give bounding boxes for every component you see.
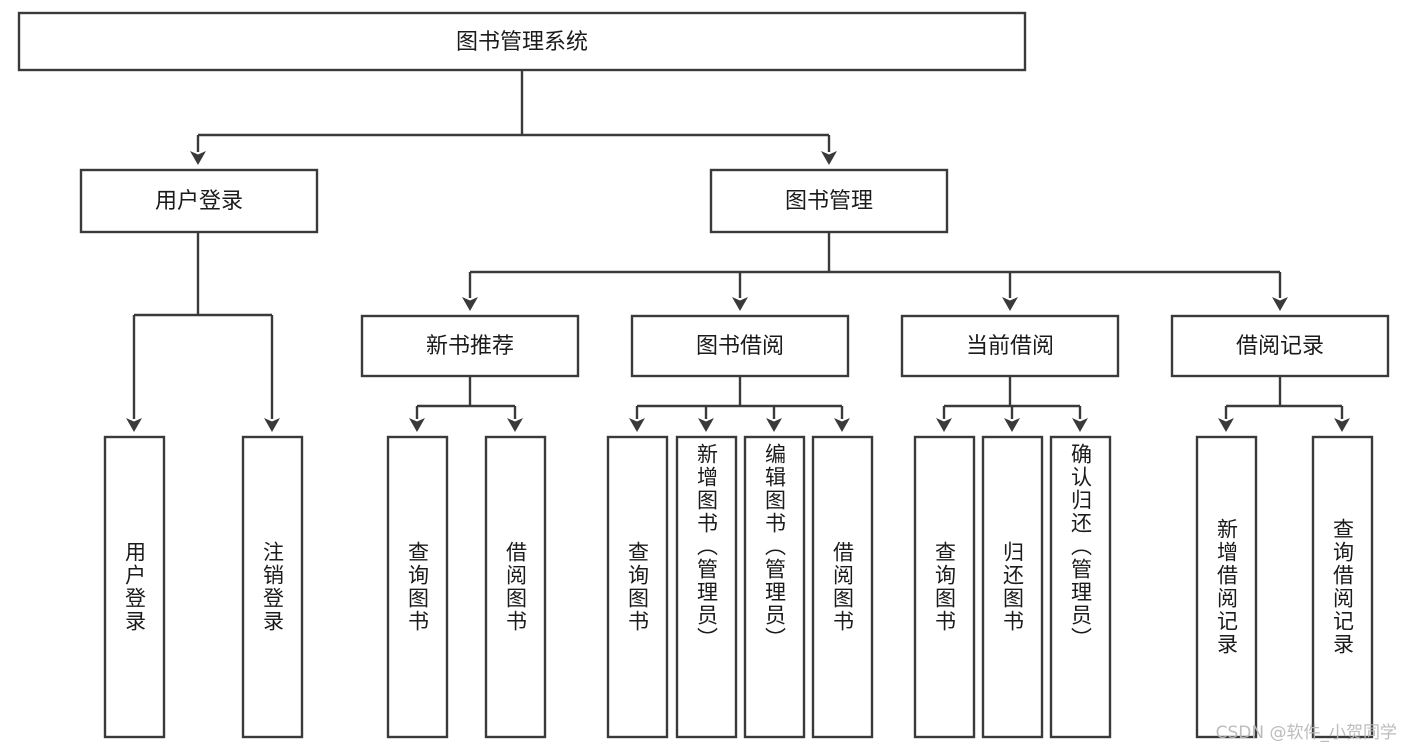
node-new-book-recommend-box[interactable] [360,314,580,378]
node-borrow-record-box[interactable] [1170,314,1390,378]
node-new-book-recommend[interactable]: 新书推荐 [360,314,580,378]
node-root-label: 图书管理系统 [456,30,588,55]
watermark-csdn: CSDN @软件_小贺同学 [1215,723,1397,743]
node-book-borrow[interactable]: 图书借阅 [630,314,850,378]
node-leaf-confirm-return-box[interactable] [1049,435,1112,739]
connector-layer [126,70,1350,432]
node-leaf-borrow-book-1-box[interactable] [484,435,547,739]
node-leaf-user-logout-box[interactable] [241,435,304,739]
node-book-manage-label: 图书管理 [785,189,873,214]
node-leaf-return-book-box[interactable] [981,435,1044,739]
node-borrow-record[interactable]: 借阅记录 [1170,314,1390,378]
node-book-borrow-box[interactable] [630,314,850,378]
node-book-manage-box[interactable] [709,168,949,234]
node-user-login[interactable]: 用户登录 [79,168,319,234]
node-book-manage[interactable]: 图书管理 [709,168,949,234]
node-root-box[interactable] [17,11,1027,72]
node-leaf-user-login-box[interactable] [103,435,166,739]
node-leaf-query-book-2-box[interactable] [606,435,669,739]
node-leaf-add-borrow-record-box[interactable] [1195,435,1258,739]
node-leaf-query-book-3-box[interactable] [913,435,976,739]
node-leaf-edit-book-box[interactable] [743,435,806,739]
node-leaf-add-book-box[interactable] [675,435,738,739]
node-current-borrow[interactable]: 当前借阅 [900,314,1120,378]
node-leaf-borrow-book-2-box[interactable] [811,435,874,739]
node-user-login-label: 用户登录 [155,189,243,214]
node-current-borrow-box[interactable] [900,314,1120,378]
node-leaf-query-book-1-box[interactable] [386,435,449,739]
node-current-borrow-label: 当前借阅 [966,334,1054,359]
node-book-borrow-label: 图书借阅 [696,334,784,359]
node-leaf-query-borrow-record-box[interactable] [1311,435,1374,739]
node-user-login-box[interactable] [79,168,319,234]
node-new-book-recommend-label: 新书推荐 [426,334,514,359]
node-root[interactable]: 图书管理系统 [17,11,1027,72]
node-borrow-record-label: 借阅记录 [1236,334,1324,359]
